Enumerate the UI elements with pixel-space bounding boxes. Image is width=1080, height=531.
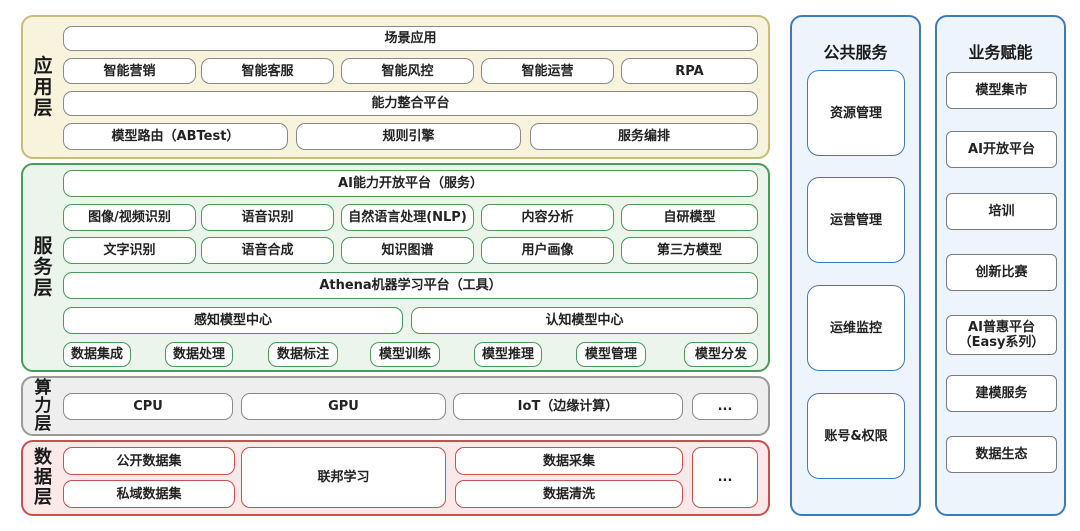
model-routing-box: 模型路由（ABTest） [63, 123, 288, 150]
cpu-box: CPU [63, 393, 233, 420]
data-layer: 数 据 层 公开数据集 私域数据集 联邦学习 数据采集 数据清洗 ... [21, 440, 770, 516]
layer-label-char: 层 [33, 277, 53, 299]
capability-integration-platform-box: 能力整合平台 [63, 91, 758, 116]
resource-management-box: 资源管理 [807, 70, 905, 156]
layer-label-char: 应 [33, 54, 53, 77]
smart-marketing-box: 智能营销 [63, 58, 196, 84]
perception-model-center-box: 感知模型中心 [63, 307, 403, 334]
data-labeling-box: 数据标注 [268, 342, 338, 367]
modeling-service-box: 建模服务 [946, 375, 1057, 412]
third-party-model-box: 第三方模型 [621, 237, 758, 264]
compute-layer-label: 算 力 层 [23, 378, 63, 434]
public-dataset-box: 公开数据集 [63, 447, 235, 475]
layer-label-char: 用 [33, 75, 53, 98]
cognition-model-center-box: 认知模型中心 [411, 307, 758, 334]
content-analysis-box: 内容分析 [481, 204, 614, 231]
iot-edge-computing-box: IoT（边缘计算） [453, 393, 683, 420]
layer-label-char: 数 [34, 447, 52, 468]
innovation-competition-box: 创新比赛 [946, 254, 1057, 291]
account-permissions-box: 账号&权限 [807, 393, 905, 479]
federated-learning-box: 联邦学习 [241, 447, 446, 508]
model-training-box: 模型训练 [370, 342, 440, 367]
data-integration-box: 数据集成 [63, 342, 131, 367]
smart-customer-service-box: 智能客服 [201, 58, 334, 84]
service-orchestration-box: 服务编排 [530, 123, 758, 150]
service-layer-label: 服 务 层 [23, 165, 63, 370]
layer-label-char: 层 [34, 414, 52, 434]
self-developed-model-box: 自研模型 [621, 204, 758, 231]
gpu-box: GPU [241, 393, 446, 420]
application-layer: 应 用 层 场景应用 智能营销 智能客服 智能风控 智能运营 RPA 能力整合平… [21, 15, 770, 159]
operations-management-box: 运营管理 [807, 177, 905, 263]
data-ecosystem-box: 数据生态 [946, 436, 1057, 473]
data-collection-box: 数据采集 [455, 447, 683, 475]
ai-capability-platform-box: AI能力开放平台（服务） [63, 170, 758, 197]
model-distribution-box: 模型分发 [684, 342, 758, 367]
compute-layer: 算 力 层 CPU GPU IoT（边缘计算） ... [21, 376, 770, 436]
layer-label-char: 据 [34, 467, 52, 488]
layer-label-char: 算 [34, 378, 52, 398]
business-enablement-title: 业务赋能 [968, 43, 1033, 62]
model-inference-box: 模型推理 [474, 342, 542, 367]
image-video-recognition-box: 图像/视频识别 [63, 204, 196, 231]
athena-platform-box: Athena机器学习平台（工具） [63, 272, 758, 299]
user-profile-box: 用户画像 [481, 237, 614, 264]
model-marketplace-box: 模型集市 [946, 72, 1057, 109]
ops-monitoring-box: 运维监控 [807, 285, 905, 371]
application-layer-label: 应 用 层 [23, 17, 63, 157]
rpa-box: RPA [621, 58, 758, 84]
service-layer: 服 务 层 AI能力开放平台（服务） 图像/视频识别 语音识别 自然语言处理(N… [21, 163, 770, 372]
data-cleaning-box: 数据清洗 [455, 480, 683, 508]
data-layer-label: 数 据 层 [23, 442, 63, 514]
layer-label-char: 层 [33, 96, 53, 119]
layer-label-char: 力 [34, 396, 52, 416]
knowledge-graph-box: 知识图谱 [341, 237, 474, 264]
data-processing-box: 数据处理 [165, 342, 233, 367]
layer-label-char: 务 [33, 256, 53, 278]
smart-operation-box: 智能运营 [481, 58, 614, 84]
layer-label-char: 层 [34, 487, 52, 508]
private-dataset-box: 私域数据集 [63, 480, 235, 508]
ai-inclusive-platform-box: AI普惠平台 （Easy系列） [946, 315, 1057, 355]
business-enablement-panel: 业务赋能 模型集市 AI开放平台 培训 创新比赛 AI普惠平台 （Easy系列）… [935, 15, 1066, 516]
public-services-panel: 公共服务 资源管理 运营管理 运维监控 账号&权限 [790, 15, 921, 516]
text-recognition-box: 文字识别 [63, 237, 196, 264]
public-services-title: 公共服务 [823, 43, 888, 62]
more-data-box: ... [692, 447, 758, 508]
smart-risk-control-box: 智能风控 [341, 58, 474, 84]
model-management-box: 模型管理 [576, 342, 646, 367]
scene-application-box: 场景应用 [63, 26, 758, 51]
rule-engine-box: 规则引擎 [296, 123, 521, 150]
speech-recognition-box: 语音识别 [201, 204, 334, 231]
ai-open-platform-box: AI开放平台 [946, 131, 1057, 168]
more-compute-box: ... [692, 393, 758, 420]
nlp-box: 自然语言处理(NLP) [341, 204, 474, 231]
layer-label-char: 服 [33, 235, 53, 257]
training-box: 培训 [946, 193, 1057, 230]
speech-synthesis-box: 语音合成 [201, 237, 334, 264]
